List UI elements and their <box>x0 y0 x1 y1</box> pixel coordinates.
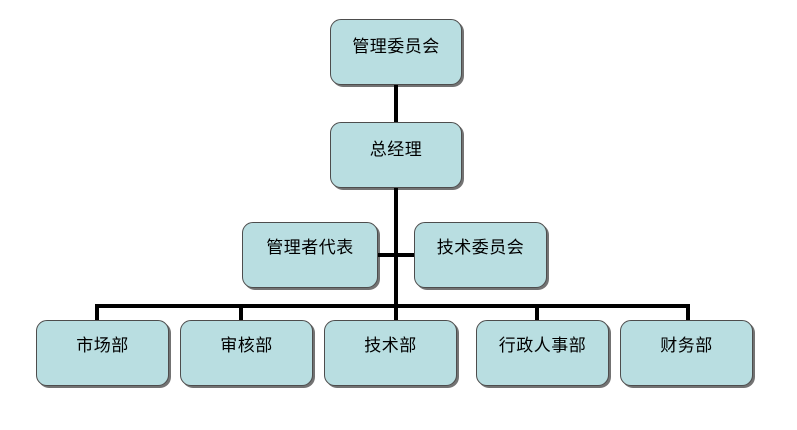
connector-committee-to-gm <box>394 84 398 123</box>
org-node-finance-department[interactable]: 财务部 <box>620 320 753 386</box>
org-node-label: 技术委员会 <box>436 238 525 258</box>
connector-trunk-to-tech-committee <box>394 253 416 257</box>
org-node-audit-department[interactable]: 审核部 <box>180 320 313 386</box>
connector-department-bus <box>95 304 690 308</box>
org-node-management-representative[interactable]: 管理者代表 <box>242 222 378 288</box>
connector-drop-department-5 <box>686 304 690 322</box>
org-node-label: 市场部 <box>76 336 129 356</box>
org-node-management-committee[interactable]: 管理委员会 <box>330 19 462 85</box>
org-node-technical-committee[interactable]: 技术委员会 <box>414 222 547 288</box>
org-node-label: 总经理 <box>369 140 423 160</box>
org-node-label: 技术部 <box>364 336 417 356</box>
org-node-technology-department[interactable]: 技术部 <box>324 320 457 386</box>
org-node-label: 审核部 <box>220 336 273 356</box>
connector-trunk-to-mgmt-rep <box>375 253 397 257</box>
org-node-administration-hr-department[interactable]: 行政人事部 <box>476 320 609 386</box>
org-node-label: 行政人事部 <box>498 336 587 356</box>
org-node-label: 财务部 <box>660 336 713 356</box>
connector-drop-department-1 <box>95 304 99 322</box>
org-node-marketing-department[interactable]: 市场部 <box>36 320 169 386</box>
org-node-label: 管理者代表 <box>266 238 354 258</box>
connector-drop-department-4 <box>535 304 539 322</box>
connector-drop-department-3 <box>394 304 398 322</box>
connector-gm-trunk <box>394 186 398 308</box>
org-node-general-manager[interactable]: 总经理 <box>330 122 462 188</box>
connector-drop-department-2 <box>239 304 243 322</box>
org-node-label: 管理委员会 <box>352 37 440 57</box>
